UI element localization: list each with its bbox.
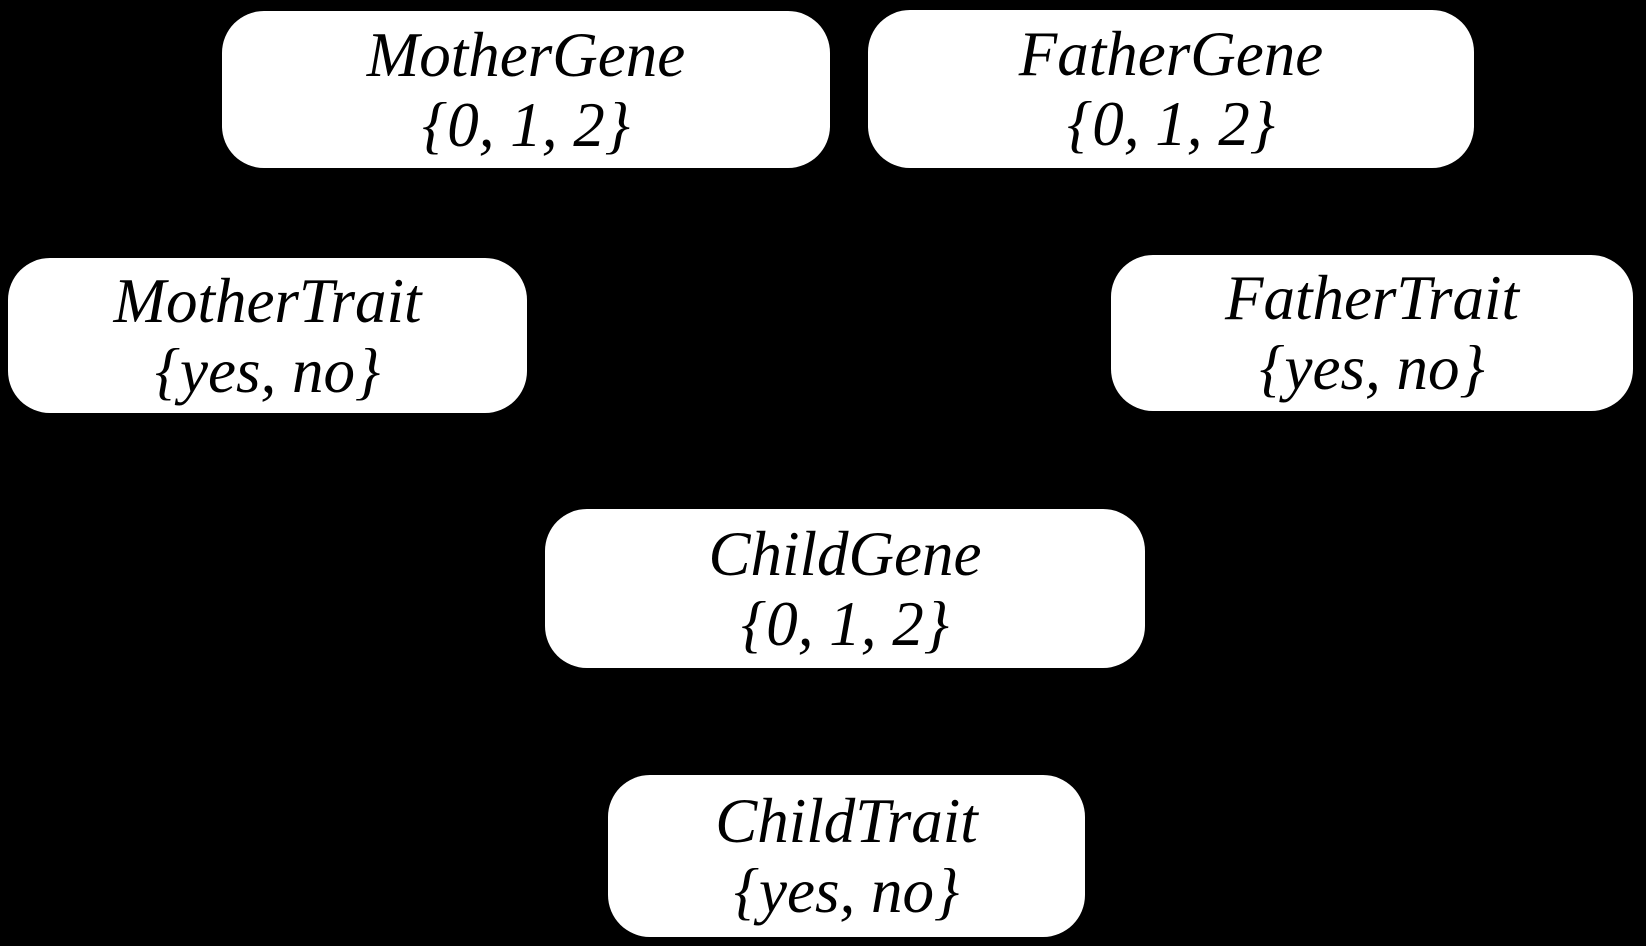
node-domain: {yes, no} bbox=[1259, 333, 1485, 403]
node-label: ChildTrait bbox=[715, 786, 978, 856]
node-domain: {0, 1, 2} bbox=[741, 588, 949, 659]
node-domain: {yes, no} bbox=[154, 335, 381, 406]
node-label: MotherTrait bbox=[113, 265, 422, 336]
node-label: ChildGene bbox=[708, 518, 982, 589]
node-label: FatherTrait bbox=[1224, 263, 1520, 333]
node-child-gene: ChildGene {0, 1, 2} bbox=[545, 509, 1145, 668]
node-mother-trait: MotherTrait {yes, no} bbox=[8, 258, 527, 413]
node-child-trait: ChildTrait {yes, no} bbox=[608, 775, 1085, 937]
node-mother-gene: MotherGene {0, 1, 2} bbox=[222, 11, 830, 168]
node-father-trait: FatherTrait {yes, no} bbox=[1111, 255, 1633, 411]
node-domain: {yes, no} bbox=[733, 856, 960, 926]
node-label: FatherGene bbox=[1018, 19, 1324, 89]
node-domain: {0, 1, 2} bbox=[422, 89, 630, 160]
node-label: MotherGene bbox=[366, 19, 686, 90]
node-domain: {0, 1, 2} bbox=[1067, 89, 1275, 159]
node-father-gene: FatherGene {0, 1, 2} bbox=[868, 10, 1474, 168]
